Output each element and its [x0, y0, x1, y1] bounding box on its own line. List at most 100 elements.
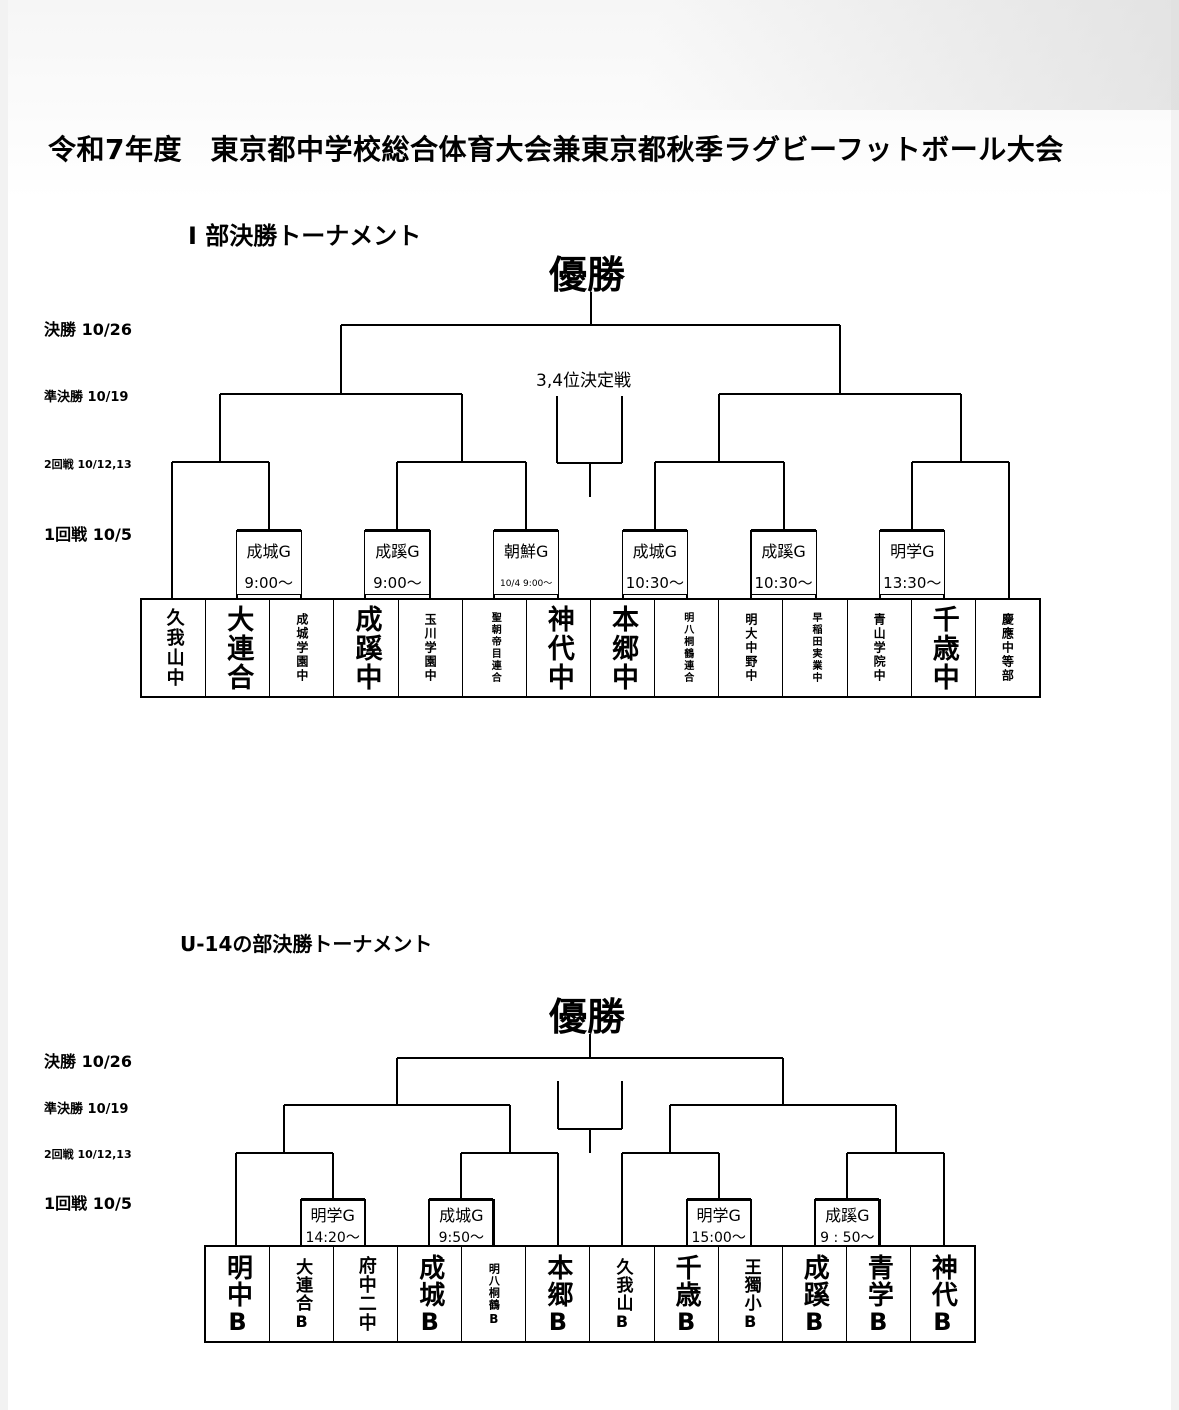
- team-suffix: B: [676, 1308, 696, 1336]
- team-cell: 本郷中: [591, 600, 656, 696]
- venue-name: 成城G: [246, 542, 291, 561]
- r2-line: [460, 1153, 463, 1199]
- r2-line: [1007, 462, 1010, 598]
- semi-line: [894, 1105, 897, 1153]
- third-place-line: [589, 463, 591, 497]
- final-line: [340, 325, 343, 394]
- r1-line: [365, 529, 430, 531]
- team-name: 明八桐鶴連合: [681, 612, 693, 684]
- team-name: 本郷中: [607, 604, 639, 692]
- r1-line: [878, 1199, 881, 1245]
- final-line: [782, 1058, 784, 1105]
- team-cell: 久我山中: [142, 600, 207, 696]
- r2-line: [397, 461, 527, 463]
- venue-time: 13:30～: [883, 574, 942, 592]
- r2-line: [525, 462, 528, 530]
- r1-line: [880, 529, 945, 531]
- team-cell: 千歳中: [912, 600, 976, 696]
- r1-line: [493, 529, 559, 531]
- team-suffix: B: [869, 1308, 888, 1336]
- team-name: 久我山中: [163, 608, 185, 688]
- team-cell: 成城学園中: [270, 600, 335, 696]
- team-suffix: B: [933, 1308, 952, 1336]
- r2-line: [912, 461, 1009, 463]
- r1-line: [299, 1199, 302, 1245]
- team-name: 神代: [927, 1254, 958, 1308]
- r2-line: [654, 461, 784, 463]
- team-name: 明大中野中: [743, 613, 758, 683]
- r1-line: [814, 1199, 817, 1245]
- semi-line: [959, 394, 962, 462]
- team-name: 青山学院中: [872, 613, 887, 683]
- team-suffix: B: [295, 1312, 308, 1331]
- team-cell: 早稲田実業中: [783, 600, 848, 696]
- team-cell: 成蹊中: [334, 600, 399, 696]
- r2-line: [267, 462, 270, 530]
- r1-line: [815, 1198, 880, 1200]
- team-name: 王獨小: [740, 1258, 761, 1312]
- u14-round-second: 2回戦 10/12,13: [44, 1148, 132, 1161]
- div1-champion-label: 優勝: [549, 253, 626, 297]
- venue-box: 明学G 13:30～: [879, 531, 946, 595]
- team-cell: 神代中: [527, 600, 591, 696]
- r2-line: [235, 1153, 238, 1245]
- r1-line: [363, 1199, 366, 1245]
- team-name: 成城: [414, 1254, 445, 1308]
- venue-name: 成城G: [439, 1206, 484, 1225]
- venue-name: 明学G: [890, 542, 935, 561]
- team-name: 久我山: [612, 1258, 633, 1312]
- u14-round-semi: 準決勝 10/19: [44, 1102, 129, 1117]
- final-line: [838, 325, 841, 394]
- team-name: 神代中: [542, 604, 574, 692]
- team-cell: 府中二中: [334, 1247, 399, 1341]
- r1-line: [686, 1198, 751, 1200]
- semi-line: [219, 394, 222, 462]
- r1-line: [492, 1199, 495, 1245]
- team-suffix: B: [615, 1312, 629, 1331]
- third-place-line: [621, 1081, 623, 1129]
- team-name: 成城学園中: [294, 613, 309, 683]
- r2-line: [911, 462, 914, 530]
- venue-time: 15:00～: [691, 1230, 746, 1246]
- team-suffix: B: [548, 1308, 568, 1336]
- r1-line: [622, 529, 688, 531]
- team-name: 聖朝帝目連合: [489, 612, 501, 684]
- u14-round-final: 決勝 10/26: [44, 1052, 132, 1071]
- venue-time: 9:00～: [373, 574, 422, 592]
- team-suffix: B: [420, 1308, 439, 1336]
- r2-line: [556, 1153, 559, 1245]
- u14-champion-label: 優勝: [549, 995, 626, 1039]
- third-place-line: [589, 1129, 591, 1153]
- team-suffix: B: [228, 1308, 247, 1336]
- u14-title: U-14の部決勝トーナメント: [180, 932, 433, 956]
- div1-round-semi: 準決勝 10/19: [44, 390, 129, 405]
- team-name: 玉川学園中: [423, 613, 438, 683]
- venue-time: 10/4 9:00～: [499, 579, 553, 589]
- venue-name: 成蹊G: [761, 542, 806, 561]
- final-line: [589, 292, 592, 325]
- third-place-line: [621, 396, 623, 463]
- team-name: 慶應中等部: [1000, 613, 1015, 683]
- u14-round-first: 1回戦 10/5: [44, 1194, 132, 1213]
- venue-name: 成蹊G: [825, 1206, 870, 1225]
- r2-line: [331, 1153, 334, 1199]
- venue-name: 成城G: [632, 542, 678, 561]
- r2-line: [171, 462, 174, 598]
- team-name: 大連合: [292, 1258, 313, 1312]
- team-name: 本郷: [542, 1254, 573, 1308]
- r2-line: [622, 1152, 719, 1154]
- venue-time: 14:20～: [305, 1230, 360, 1246]
- r2-line: [172, 461, 269, 463]
- div1-round-final: 決勝 10/26: [44, 320, 132, 339]
